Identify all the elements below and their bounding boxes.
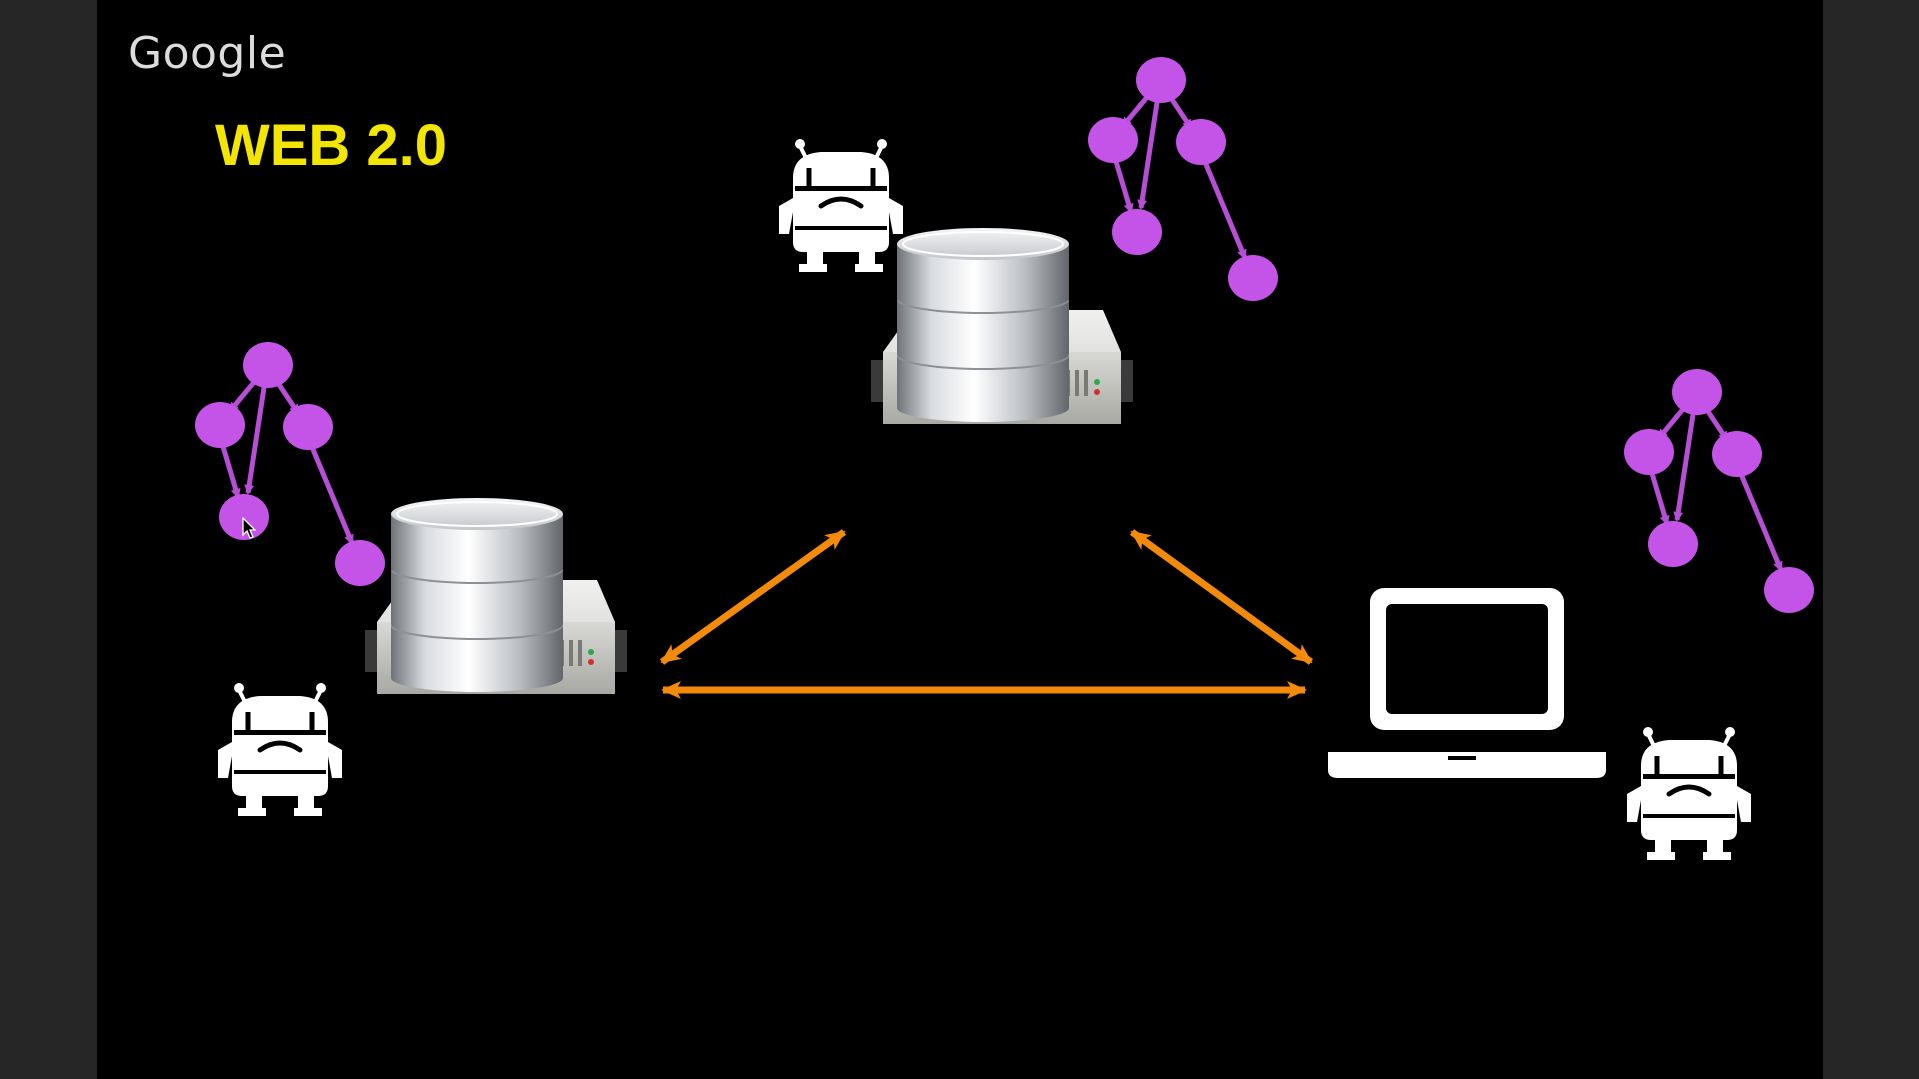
top-graph-icon: [1088, 57, 1278, 301]
right-robot-icon: [1627, 727, 1751, 860]
left-peer: [195, 342, 628, 816]
slide: Google WEB 2.0: [97, 0, 1823, 1079]
right-graph-icon: [1624, 369, 1814, 613]
left-robot-icon: [218, 683, 342, 816]
top-peer: [779, 57, 1278, 425]
google-logo: Google: [128, 28, 287, 79]
slide-title: WEB 2.0: [215, 113, 448, 178]
mouse-cursor-icon: [242, 517, 257, 539]
network-diagram: [97, 0, 1823, 1079]
left-graph-icon: [195, 342, 385, 586]
right-peer: [1328, 369, 1814, 860]
laptop-icon: [1328, 588, 1606, 778]
top-database-server-icon: [870, 227, 1134, 425]
link-left-top-arrow: [659, 529, 847, 665]
top-robot-icon: [779, 139, 903, 272]
link-top-laptop-arrow: [1129, 529, 1314, 665]
link-arrows: [659, 529, 1314, 699]
left-database-server-icon: [364, 497, 628, 695]
